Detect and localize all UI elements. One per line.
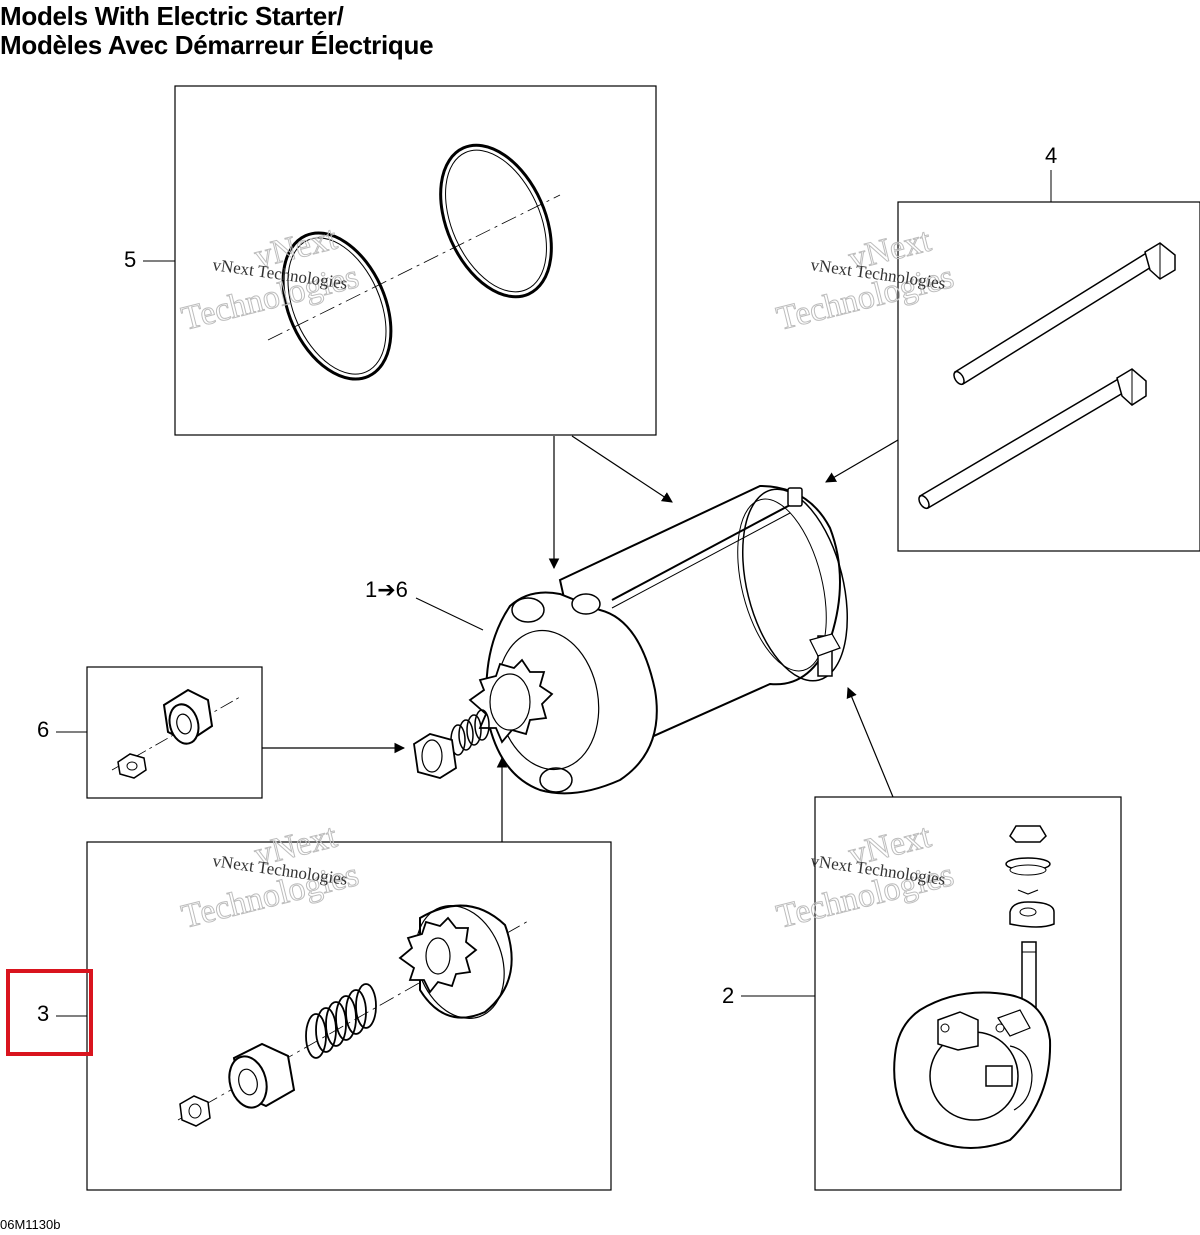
callout-6: 6	[37, 717, 50, 742]
highlight-box	[6, 969, 93, 1056]
inset-box-2-brushes	[814, 796, 1122, 1191]
arrows	[262, 435, 899, 842]
nut-pair-illustration	[111, 688, 241, 779]
through-bolts-illustration	[918, 242, 1176, 510]
callout-assembly: 1➔6	[365, 577, 408, 602]
oring-pair-illustration	[267, 143, 561, 381]
callout-3: 3	[37, 1001, 50, 1026]
starter-drive-illustration	[177, 904, 531, 1127]
inset-box-4-bolts	[897, 201, 1200, 552]
brush-holder-illustration	[893, 825, 1055, 1149]
page-title-french: Modèles Avec Démarreur Électrique	[0, 30, 434, 60]
starter-motor-assembly	[413, 484, 849, 795]
callout-2: 2	[722, 983, 735, 1008]
callout-5: 5	[124, 247, 137, 272]
callout-4: 4	[1045, 143, 1058, 168]
leader-assembly	[415, 597, 484, 631]
page-title-english: Models With Electric Starter/	[0, 1, 344, 31]
figure-reference: 06M1130b	[0, 1217, 61, 1232]
